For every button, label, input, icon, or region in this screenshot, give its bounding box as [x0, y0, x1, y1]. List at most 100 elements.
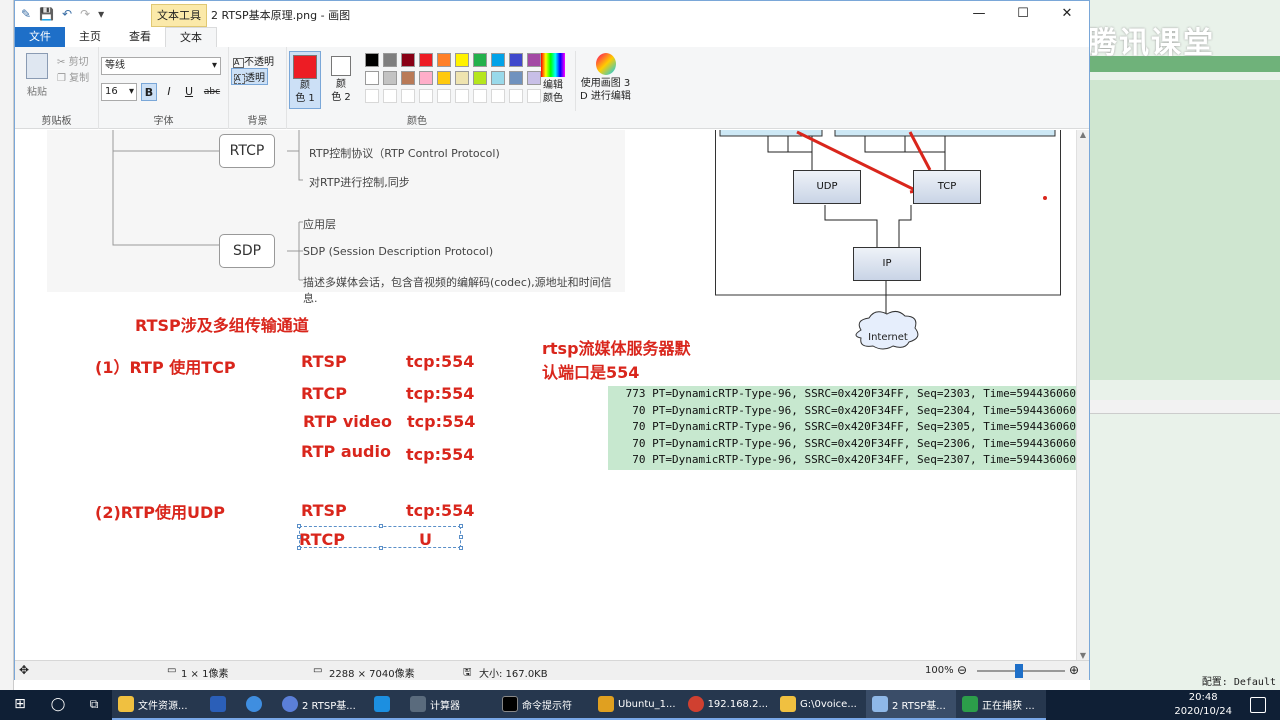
palette-swatch[interactable]: [509, 89, 523, 103]
color1-button[interactable]: 颜 色 1: [289, 51, 321, 109]
palette-swatch[interactable]: [527, 89, 541, 103]
palette-swatch[interactable]: [401, 53, 415, 67]
label-rtp-over-tcp: (1）RTP 使用TCP: [95, 358, 236, 377]
diagram-lines: [715, 130, 1061, 350]
zoom-slider[interactable]: [977, 664, 1065, 678]
text-selection-box[interactable]: [297, 524, 463, 550]
taskbar-item-paint[interactable]: 2 RTSP基...: [866, 690, 956, 720]
taskbar-item-cmd[interactable]: 命令提示符: [496, 690, 592, 720]
palette-swatch[interactable]: [419, 71, 433, 85]
notification-icon[interactable]: [1250, 697, 1266, 713]
palette-swatch[interactable]: [491, 89, 505, 103]
italic-button[interactable]: I: [167, 85, 171, 98]
paint-app-icon[interactable]: ✎: [21, 7, 32, 21]
minimize-icon[interactable]: —: [972, 6, 986, 21]
palette-swatch[interactable]: [509, 71, 523, 85]
copy-button[interactable]: ❐ 复制: [57, 73, 90, 84]
palette-swatch[interactable]: [455, 71, 469, 85]
font-family-select[interactable]: 等线▾: [101, 57, 221, 75]
palette-swatch[interactable]: [383, 53, 397, 67]
palette-swatch[interactable]: [437, 89, 451, 103]
palette-swatch[interactable]: [365, 89, 379, 103]
customize-qa-icon[interactable]: ▾: [98, 7, 105, 21]
taskbar-item-ssh[interactable]: 192.168.2...: [682, 690, 774, 720]
palette-swatch[interactable]: [527, 53, 541, 67]
clipboard-icon: [26, 53, 48, 79]
save-icon[interactable]: 💾: [39, 7, 55, 21]
resize-handle[interactable]: [297, 546, 301, 550]
zoom-out-icon[interactable]: ⊖: [957, 663, 968, 677]
font-size-select[interactable]: 16▾: [101, 83, 137, 101]
taskbar-item-browser[interactable]: [240, 690, 276, 720]
palette-swatch[interactable]: [437, 71, 451, 85]
palette-swatch[interactable]: [509, 53, 523, 67]
strikethrough-button[interactable]: abc: [203, 87, 221, 97]
cut-button[interactable]: ✂ 剪切: [57, 57, 89, 68]
color1-swatch: [293, 55, 317, 79]
bold-button[interactable]: B: [141, 83, 157, 101]
tab-text[interactable]: 文本: [165, 27, 217, 47]
resize-handle[interactable]: [459, 524, 463, 528]
task-view-button[interactable]: ⧉: [76, 690, 112, 720]
palette-swatch[interactable]: [455, 53, 469, 67]
tab-view[interactable]: 查看: [129, 30, 151, 43]
resize-handle[interactable]: [379, 524, 383, 528]
taskbar-item-wireshark[interactable]: 正在捕获 ...: [956, 690, 1046, 720]
search-button[interactable]: ◯: [40, 690, 76, 720]
tab-home[interactable]: 主页: [79, 30, 101, 43]
drawing-canvas[interactable]: RTCP RTP控制协议（RTP Control Protocol) 对RTP进…: [15, 130, 1076, 660]
row-port: tcp:554: [406, 445, 475, 464]
palette-swatch[interactable]: [383, 89, 397, 103]
palette-swatch[interactable]: [491, 53, 505, 67]
palette-swatch[interactable]: [383, 71, 397, 85]
taskbar-item-explorer[interactable]: 文件资源...: [112, 690, 204, 720]
word-icon: [210, 696, 226, 712]
palette-swatch[interactable]: [401, 71, 415, 85]
taskbar-item-vm[interactable]: Ubuntu_1...: [592, 690, 682, 720]
palette-swatch[interactable]: [473, 89, 487, 103]
system-clock[interactable]: 20:48 2020/10/24: [1174, 690, 1232, 720]
resize-handle[interactable]: [459, 535, 463, 539]
resize-handle[interactable]: [379, 546, 383, 550]
edit-colors-button[interactable]: 编辑 颜色: [537, 51, 569, 105]
vertical-scrollbar[interactable]: ▲ ▼: [1076, 130, 1089, 660]
start-button[interactable]: ⊞: [0, 690, 40, 720]
taskbar-item-calculator[interactable]: 计算器: [404, 690, 496, 720]
vm-icon: [598, 696, 614, 712]
resize-handle[interactable]: [297, 524, 301, 528]
paint3d-button[interactable]: 使用画图 3 D 进行编辑: [575, 51, 635, 111]
palette-swatch[interactable]: [527, 71, 541, 85]
palette-swatch[interactable]: [401, 89, 415, 103]
palette-swatch[interactable]: [365, 71, 379, 85]
taskbar-item-typora[interactable]: 2 RTSP基...: [276, 690, 368, 720]
palette-swatch[interactable]: [455, 89, 469, 103]
palette-swatch[interactable]: [491, 71, 505, 85]
scroll-up-icon[interactable]: ▲: [1079, 130, 1087, 139]
palette-swatch[interactable]: [473, 53, 487, 67]
color2-button[interactable]: 颜 色 2: [325, 51, 357, 109]
palette-swatch[interactable]: [419, 89, 433, 103]
palette-swatch[interactable]: [437, 53, 451, 67]
taskbar-item-word[interactable]: [204, 690, 240, 720]
log-line: 773 PT=DynamicRTP-Type-96, SSRC=0x420F34…: [625, 387, 1076, 400]
font-group-label: 字体: [153, 116, 174, 127]
zoom-in-icon[interactable]: ⊕: [1069, 663, 1080, 677]
palette-swatch[interactable]: [473, 71, 487, 85]
palette-swatch[interactable]: [365, 53, 379, 67]
resize-handle[interactable]: [459, 546, 463, 550]
tab-file[interactable]: 文件: [15, 27, 65, 47]
redo-icon[interactable]: ↷: [80, 7, 91, 21]
paste-button[interactable]: 粘贴: [23, 53, 51, 98]
taskbar-item-folder[interactable]: G:\0voice...: [774, 690, 866, 720]
undo-icon[interactable]: ↶: [62, 7, 73, 21]
resize-handle[interactable]: [297, 535, 301, 539]
zoom-slider-thumb[interactable]: [1015, 664, 1023, 678]
maximize-icon[interactable]: ☐: [1017, 6, 1029, 21]
palette-swatch[interactable]: [419, 53, 433, 67]
scroll-down-icon[interactable]: ▼: [1079, 651, 1087, 660]
underline-button[interactable]: U: [184, 85, 194, 98]
close-icon[interactable]: ✕: [1061, 6, 1073, 21]
taskbar-item-vscode[interactable]: [368, 690, 404, 720]
